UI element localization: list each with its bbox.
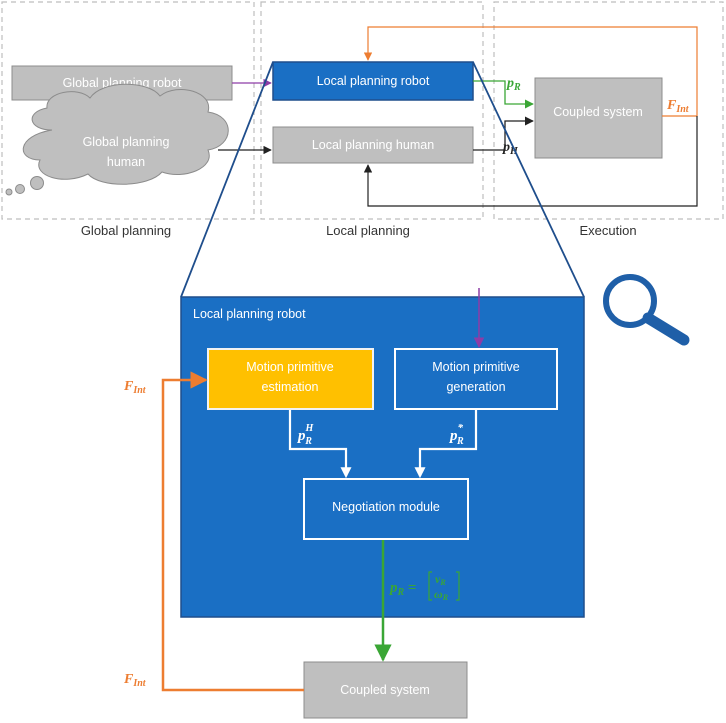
signal-pR-top: pR bbox=[506, 76, 521, 93]
svg-text:pR =: pR = bbox=[388, 580, 416, 598]
stage-label-execution: Execution bbox=[579, 223, 636, 238]
coupled-system-box-top bbox=[534, 77, 663, 159]
zoom-line-right bbox=[472, 61, 585, 298]
local-planning-robot-label: Local planning robot bbox=[317, 74, 430, 88]
magnifying-glass-icon bbox=[603, 274, 690, 346]
global-planning-robot-label: Global planning robot bbox=[63, 76, 182, 90]
local-planning-human-label: Local planning human bbox=[312, 138, 434, 152]
signal-pRstar-detail: p*R bbox=[448, 422, 464, 447]
global-planning-human-cloud bbox=[5, 83, 229, 196]
arrow-FInt-feedback-top bbox=[363, 26, 698, 117]
arrow-FInt-feedback-bottom bbox=[161, 371, 304, 692]
arrow-pH-to-coupled bbox=[473, 116, 534, 151]
signal-FInt-left-upper: FInt bbox=[123, 379, 147, 396]
arrow-estimation-to-negotiation bbox=[288, 410, 352, 479]
negotiation-module-box bbox=[303, 478, 469, 540]
arrow-feedback-to-local-human bbox=[363, 116, 698, 207]
svg-text:ωR: ωR bbox=[434, 587, 449, 602]
global-planning-human-label-2: human bbox=[107, 155, 145, 169]
arrow-generation-to-negotiation bbox=[414, 410, 478, 479]
local-planning-robot-box bbox=[272, 61, 474, 101]
global-planning-human-label-1: Global planning bbox=[83, 135, 170, 149]
stage-label-global: Global planning bbox=[81, 223, 171, 238]
local-planning-human-box bbox=[272, 126, 474, 164]
motion-primitive-estimation-label-2: estimation bbox=[262, 380, 319, 394]
stage-frame-local bbox=[260, 1, 484, 220]
motion-primitive-generation-label-1: Motion primitive bbox=[432, 360, 520, 374]
coupled-system-label-top: Coupled system bbox=[553, 105, 643, 119]
negotiation-module-label: Negotiation module bbox=[332, 500, 440, 514]
motion-primitive-generation-label-2: generation bbox=[446, 380, 505, 394]
arrow-pR-to-coupled bbox=[473, 80, 534, 109]
stage-frame-execution bbox=[493, 1, 724, 220]
signal-pH-top: pH bbox=[502, 140, 519, 157]
svg-text:vR: vR bbox=[435, 572, 446, 587]
zoom-line-left bbox=[180, 61, 274, 298]
motion-primitive-estimation-box bbox=[207, 348, 374, 410]
motion-primitive-generation-box bbox=[394, 348, 558, 410]
stage-label-local: Local planning bbox=[326, 223, 410, 238]
signal-pR-equation: pR = vR ωR bbox=[388, 571, 460, 602]
motion-primitive-estimation-label-1: Motion primitive bbox=[246, 360, 334, 374]
coupled-system-label-bottom: Coupled system bbox=[340, 683, 430, 697]
detail-panel-title: Local planning robot bbox=[193, 307, 306, 321]
signal-FInt-left-lower: FInt bbox=[123, 672, 147, 689]
signal-FInt-top: FInt bbox=[666, 98, 690, 115]
